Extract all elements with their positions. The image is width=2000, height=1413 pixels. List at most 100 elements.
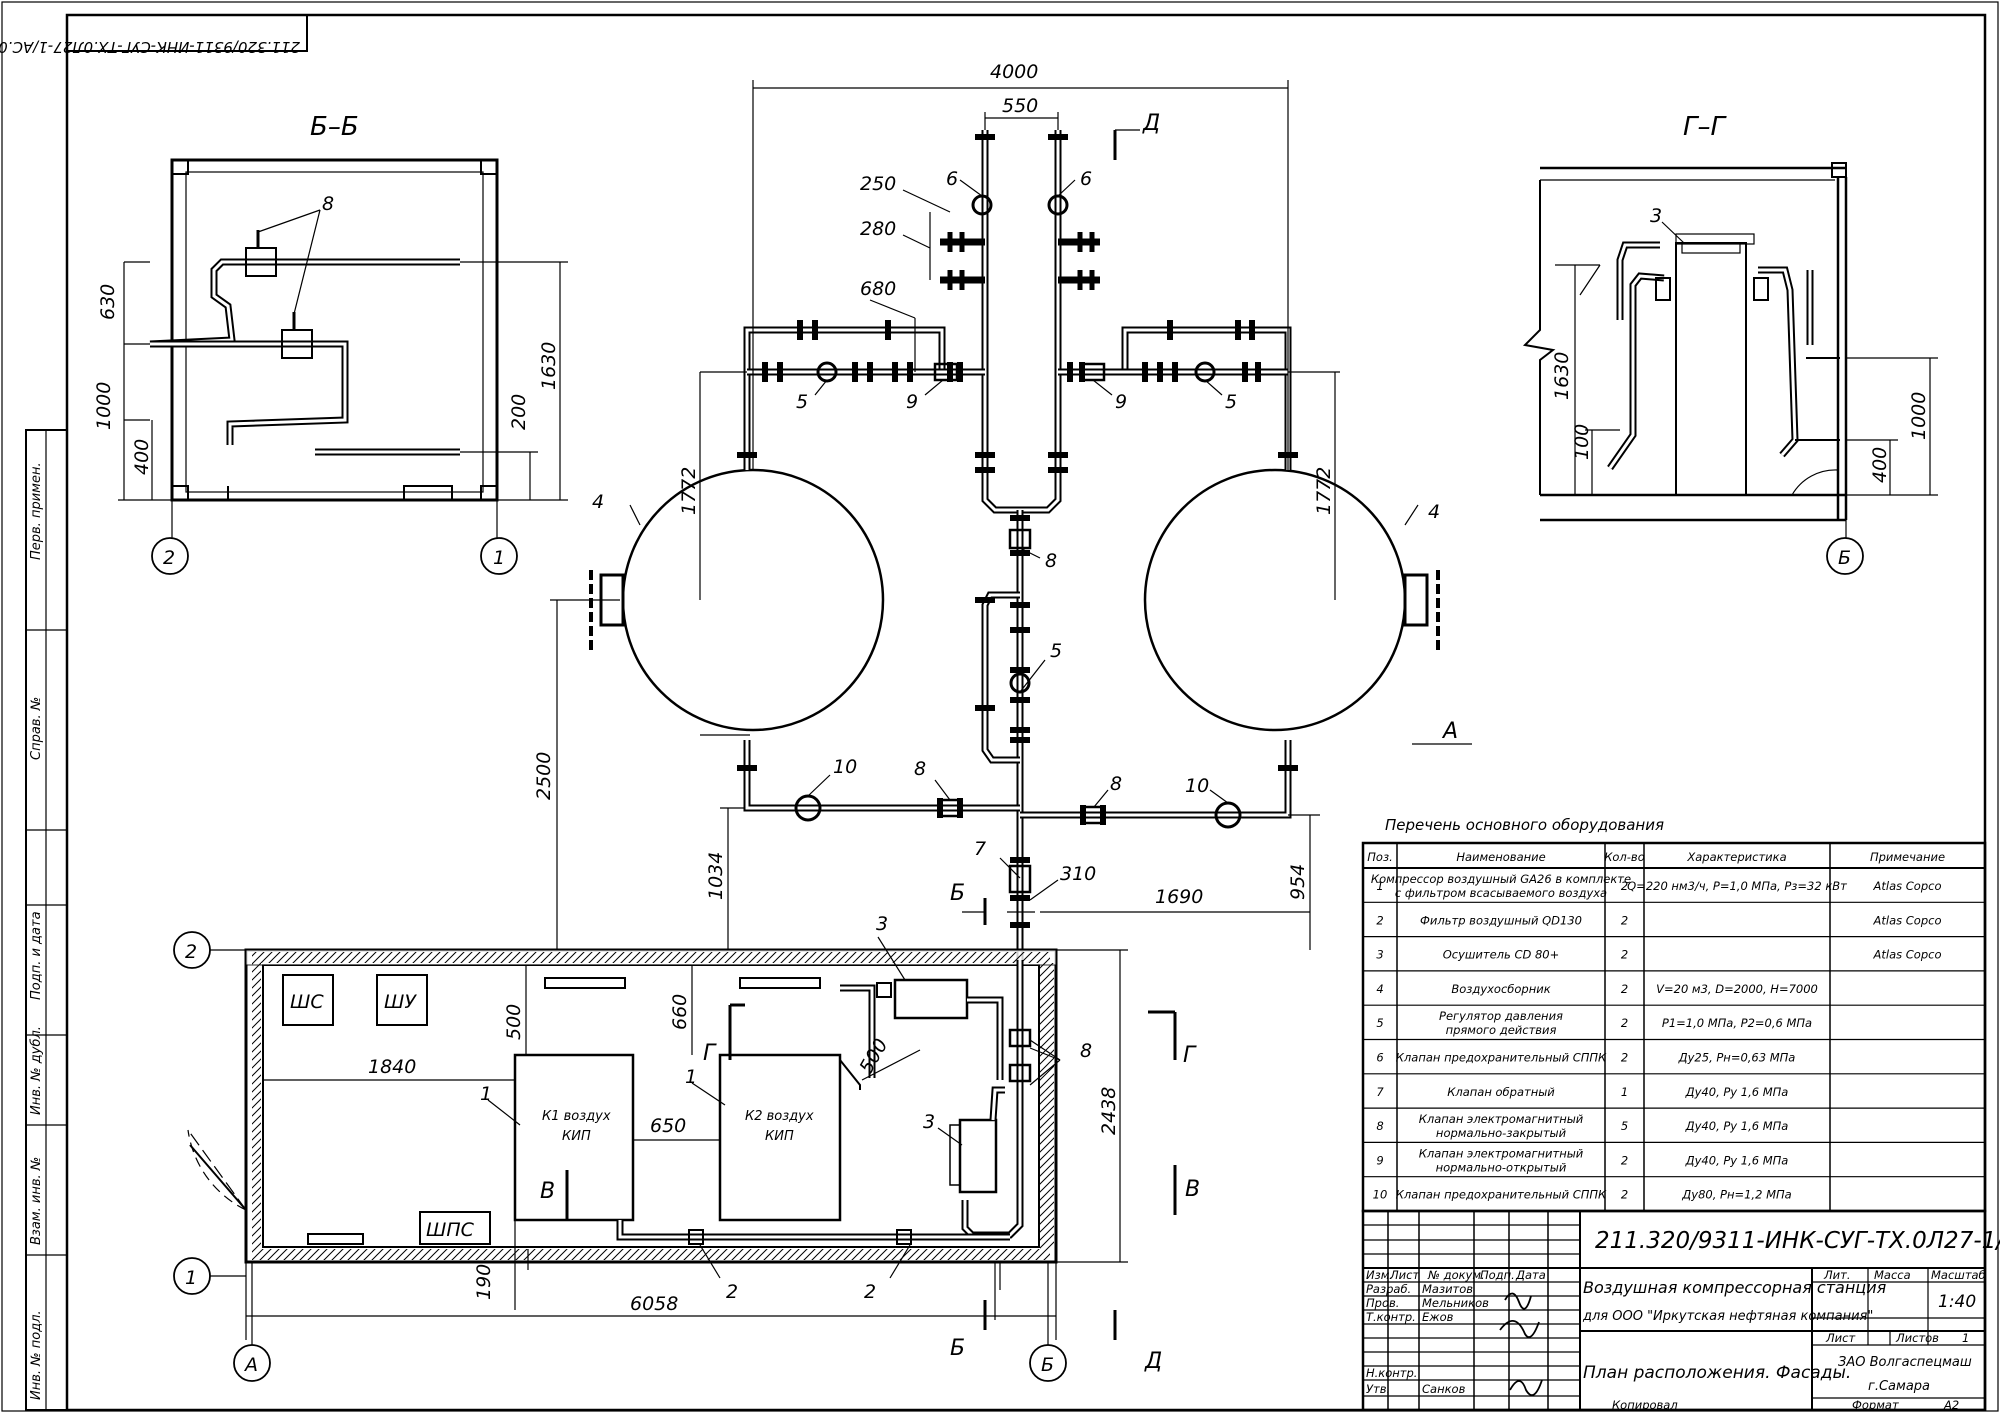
plan-k1-line2: КИП [562,1129,591,1144]
plan-mark-8: 8 [1080,1040,1092,1062]
plan-cabinet-shps: ШПС [426,1219,475,1241]
plan-dim-1840: 1840 [368,1056,416,1078]
mark-8-left: 8 [914,758,926,780]
spec-cell: Atlas Copco [1873,948,1942,962]
plan-mark-1a: 1 [480,1083,492,1105]
bb-dim-630: 630 [97,284,119,320]
spec-cell: Регулятор давления [1439,1009,1563,1023]
mark-10-right: 10 [1185,775,1209,797]
bb-dim-1000: 1000 [93,382,115,430]
dim-250: 250 [860,173,896,195]
plan-axis-b-label: Б [1041,1354,1054,1376]
mark-6-left: 6 [946,168,958,190]
spec-cell: Клапан предохранительный СППК [1396,1051,1607,1065]
tb-hdr-0: Изм. [1366,1268,1393,1282]
plan-dim-500a: 500 [503,1004,525,1040]
spec-cell: Ду40, Ру 1,6 МПа [1685,1153,1789,1167]
plan-dim-660: 660 [669,994,691,1030]
spec-cell: 2 [1621,1051,1628,1065]
tb-lists-val: 1 [1962,1331,1969,1345]
tb-person: Ежов [1422,1310,1454,1324]
plan-view-d-bottom: Д [1144,1349,1162,1374]
dim-2500: 2500 [533,752,555,800]
tb-hdr-4: Дата [1515,1268,1546,1282]
gg-dim-100: 100 [1571,424,1593,460]
mark-5-center: 5 [1050,640,1062,662]
tb-role: Пров. [1366,1296,1399,1310]
gg-dim-1630: 1630 [1551,352,1573,400]
section-bb: Б–Б 8 630 1000 400 [93,112,568,575]
plan-k2-line2: КИП [765,1129,794,1144]
top-stamp: 211.320/9311-ИНК-СУГ-ТХ.0Л27-1/АС.001 [0,14,308,56]
plan-axis-a [233,1344,271,1382]
plan-mark-1b: 1 [685,1066,697,1088]
dim-1034: 1034 [705,852,727,900]
section-gg-title: Г–Г [1683,112,1727,142]
plan-axis-2-label: 2 [185,941,197,963]
plan-mark-2a: 2 [726,1281,738,1303]
spec-cell: 7 [1376,1085,1384,1099]
spec-cell: 2 [1621,1188,1628,1202]
tb-scale-val: 1:40 [1938,1292,1976,1312]
mark-8-top: 8 [1045,550,1057,572]
spec-cell: P1=1,0 МПа, P2=0,6 МПа [1662,1016,1812,1030]
receiver-left [621,468,885,732]
spec-cell: 6 [1376,1051,1383,1065]
tb-list: Лист [1825,1331,1855,1345]
plan-view-v-right: В [1185,1177,1200,1202]
tb-format: Формат [1852,1398,1899,1412]
side-stamp: Перв. примен. Справ. № Подп. и дата Инв.… [25,429,68,1411]
side-stamp-6: Инв. № подл. [29,1310,44,1400]
spec-header-4: Примечание [1870,850,1945,864]
dim-4000: 4000 [990,61,1038,83]
spec-cell: Ду25, Рн=0,63 МПа [1678,1051,1796,1065]
plan-axis-a-label: А [243,1354,258,1376]
spec-cell: 10 [1373,1188,1388,1202]
spec-cell: 1 [1621,1085,1628,1099]
tb-hdr-3: Подп. [1480,1268,1515,1282]
plan-dim-2438: 2438 [1098,1087,1120,1135]
side-stamp-4: Инв. № дубл. [29,1026,44,1115]
spec-cell: 2 [1621,1016,1628,1030]
bb-axis-1-label: 1 [493,547,505,569]
plan-cabinet-shs: ШС [290,991,324,1013]
spec-cell: Осушитель CD 80+ [1443,948,1560,962]
side-stamp-2: Справ. № [29,697,44,760]
gg-axis-b-label: Б [1838,547,1851,569]
plan-axis-b [1029,1344,1067,1382]
view-d-top: Д [1142,111,1160,136]
side-stamp-1: Перв. примен. [29,462,44,560]
tb-mass: Масса [1874,1268,1911,1282]
spec-cell: 8 [1376,1119,1383,1133]
spec-header-0: Поз. [1367,850,1392,864]
spec-table: Перечень основного оборудования Поз.Наим… [1361,816,1987,1213]
spec-cell: 2 [1621,982,1628,996]
plan-mark-3a: 3 [876,913,888,935]
spec-cell: Q=220 нм3/ч, P=1,0 МПа, Рз=32 кВт [1627,879,1847,893]
tb-sheet-title: План расположения. Фасады. [1583,1363,1851,1383]
dim-1772-left: 1772 [678,467,700,515]
spec-cell: Компрессор воздушный GA26 в комплекте [1371,872,1631,886]
mark-5-right: 5 [1225,391,1237,413]
plan-axis-2 [173,931,211,969]
plan-dim-500b: 500 [855,1035,892,1077]
spec-cell: Ду40, Ру 1,6 МПа [1685,1085,1789,1099]
plan-dim-6058: 6058 [630,1293,678,1315]
mark-9-right: 9 [1115,391,1127,413]
tb-name1: Воздушная компрессорная станция [1583,1278,1887,1297]
spec-cell-line2: прямого действия [1446,1023,1557,1037]
spec-cell: 9 [1376,1153,1383,1167]
spec-header-2: Кол-во [1604,850,1645,864]
bb-dim-1630: 1630 [538,342,560,390]
mark-10-left: 10 [833,756,857,778]
tb-company1: ЗАО Волгаспецмаш [1838,1355,1972,1370]
tb-code: 211.320/9311-ИНК-СУГ-ТХ.0Л27-1/АС.001 [1595,1228,2000,1254]
tb-person: Мазитов [1422,1282,1473,1296]
side-stamp-5: Взам. инв. № [29,1157,44,1245]
section-bb-title: Б–Б [310,112,359,142]
receiver-right [1143,468,1407,732]
spec-cell: Клапан электромагнитный [1419,1112,1584,1126]
bb-axis-2-label: 2 [163,547,175,569]
bb-dim-200: 200 [508,394,530,430]
spec-cell: 4 [1376,982,1383,996]
